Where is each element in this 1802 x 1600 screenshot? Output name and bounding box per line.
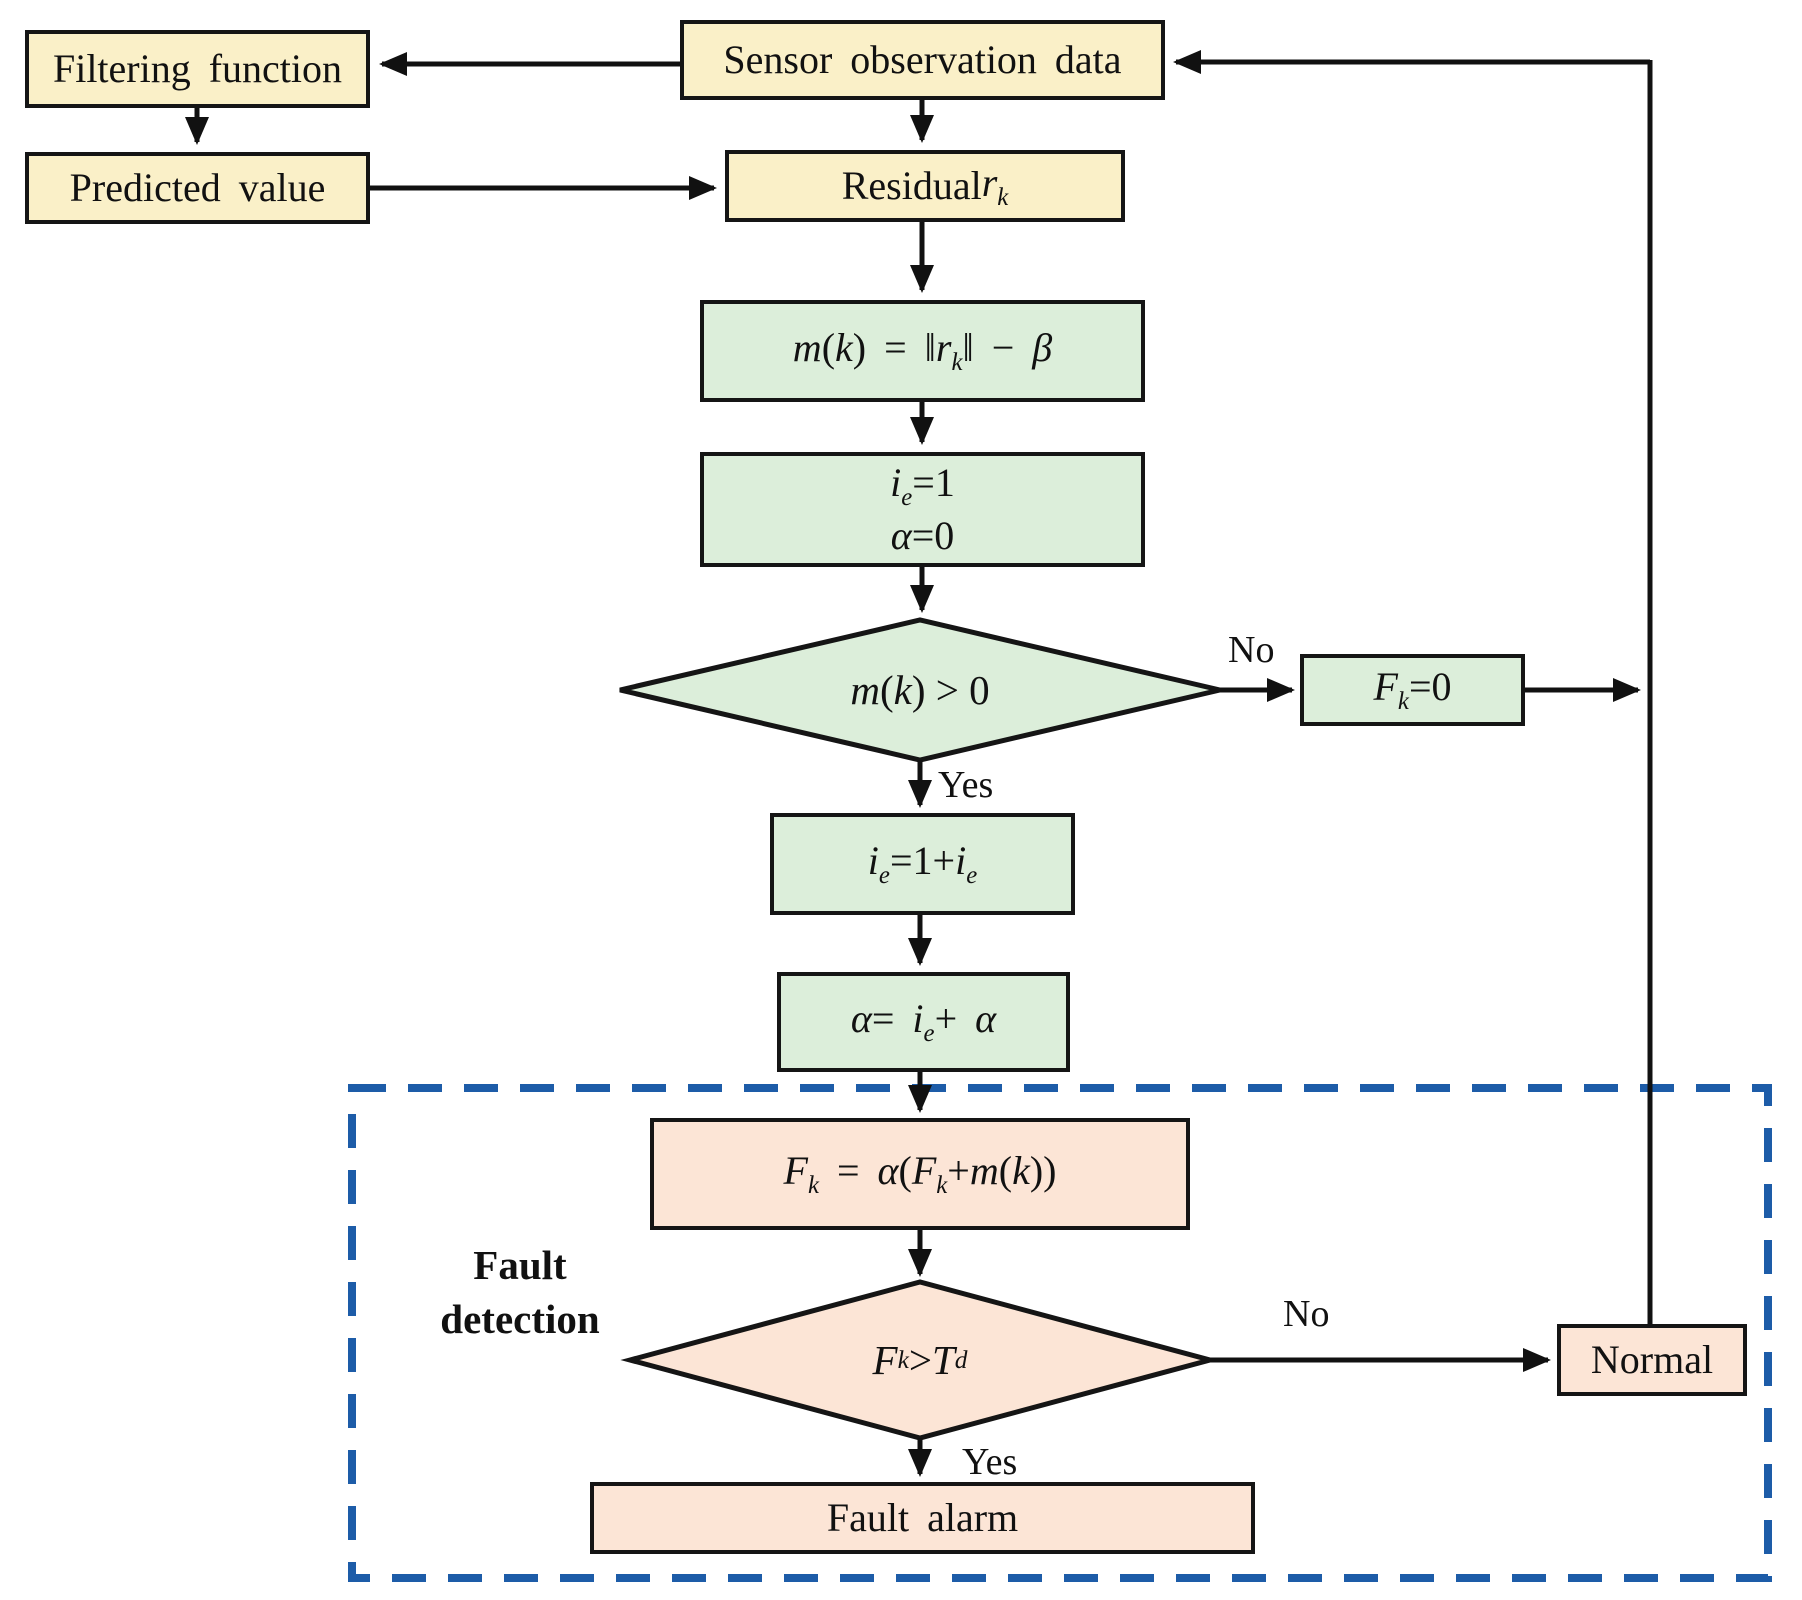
node-ie-update: ie=1+ie (770, 813, 1075, 915)
node-predicted-value: Predicted value (25, 152, 370, 224)
edge-label-no-1: No (1228, 629, 1275, 671)
node-fault-alarm-label: Fault alarm (826, 1495, 1019, 1540)
node-sensor-observation-data: Sensor observation data (680, 20, 1165, 100)
node-filtering-function-label: Filtering function (52, 46, 343, 91)
node-fault-alarm: Fault alarm (590, 1482, 1255, 1554)
node-init: ie=1 α=0 (700, 452, 1145, 567)
node-normal: Normal (1557, 1324, 1747, 1396)
node-residual-label: Residual (841, 163, 982, 208)
node-mk-equation-label: m(k) = ‖rk‖ − β (792, 324, 1053, 376)
edge-label-yes-1: Yes (938, 764, 994, 806)
fault-detection-region-label-line2: detection (440, 1296, 600, 1343)
edge-label-no-2: No (1283, 1293, 1330, 1335)
edge-label-yes-2: Yes (962, 1441, 1018, 1483)
fault-detection-region-label: Fault detection (370, 1238, 670, 1346)
node-alpha-update: α= ie+ α (777, 972, 1070, 1072)
node-normal-label: Normal (1590, 1337, 1714, 1382)
node-predicted-value-label: Predicted value (69, 165, 326, 210)
node-mk-equation: m(k) = ‖rk‖ − β (700, 300, 1145, 402)
node-fk-update-label: Fk = α(Fk+m(k)) (783, 1147, 1057, 1199)
node-residual-math: rk (981, 159, 1009, 211)
node-sensor-observation-data-label: Sensor observation data (723, 37, 1122, 82)
node-init-line1: ie=1 (890, 460, 955, 512)
decision-mk-label: m(k) > 0 (850, 667, 990, 713)
node-ie-update-label: ie=1+ie (867, 837, 978, 889)
fault-detection-region-label-line1: Fault (473, 1242, 567, 1288)
node-init-line2: α=0 (890, 512, 955, 558)
node-fk-zero: Fk=0 (1300, 654, 1525, 726)
node-filtering-function: Filtering function (25, 30, 370, 108)
node-fk-zero-label: Fk=0 (1373, 663, 1452, 715)
node-fk-update: Fk = α(Fk+m(k)) (650, 1118, 1190, 1230)
node-alpha-update-label: α= ie+ α (850, 995, 997, 1047)
